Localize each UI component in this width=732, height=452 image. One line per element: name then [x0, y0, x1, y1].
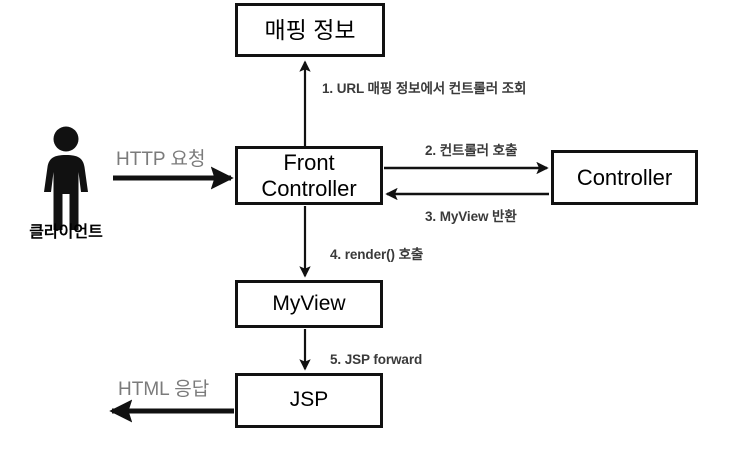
node-controller[interactable]: Controller	[551, 150, 698, 205]
step-label-5: 5. JSP forward	[330, 352, 423, 367]
node-jsp[interactable]: JSP	[235, 373, 383, 428]
node-myview-label: MyView	[272, 291, 346, 315]
step-label-4: 4. render() 호출	[330, 247, 424, 262]
client-label: 클라이언트	[29, 224, 103, 241]
html-response-label: HTML 응답	[118, 379, 210, 400]
client-actor	[30, 126, 102, 236]
node-controller-label: Controller	[576, 164, 673, 190]
node-myview[interactable]: MyView	[235, 280, 383, 328]
node-front-controller-label: Front Controller	[261, 150, 357, 201]
node-jsp-label: JSP	[289, 388, 329, 412]
node-mapping-info[interactable]: 매핑 정보	[235, 3, 385, 57]
person-icon	[44, 126, 88, 230]
step-label-1: 1. URL 매핑 정보에서 컨트롤러 조회	[322, 81, 527, 96]
step-label-2: 2. 컨트롤러 호출	[425, 143, 518, 158]
node-mapping-info-label: 매핑 정보	[264, 16, 356, 43]
http-request-label: HTTP 요청	[116, 149, 206, 170]
step-label-3: 3. MyView 반환	[425, 209, 517, 224]
node-front-controller[interactable]: Front Controller	[235, 146, 383, 205]
